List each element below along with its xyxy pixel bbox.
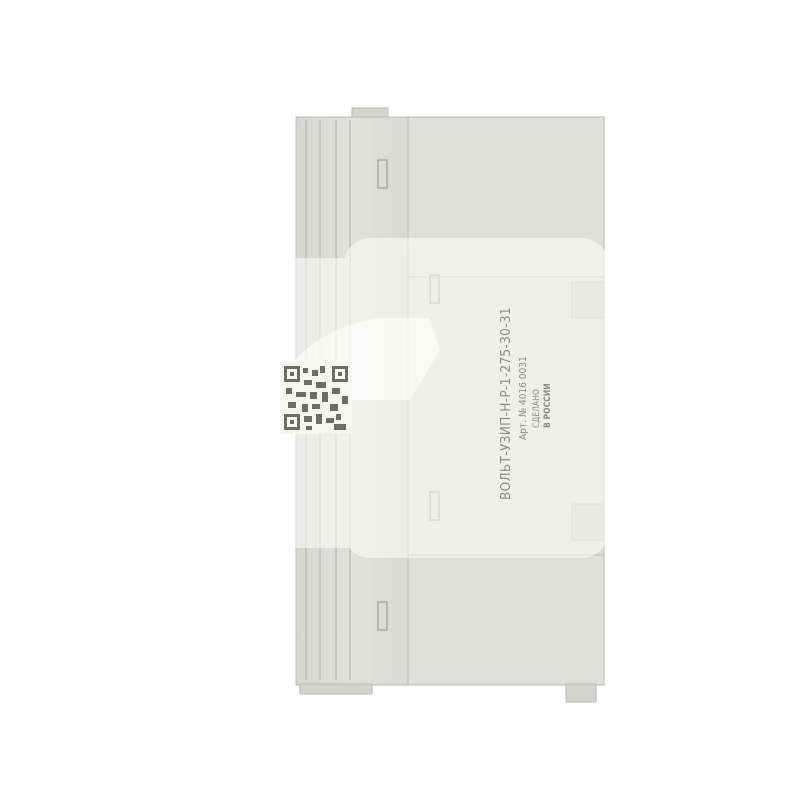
model-label: ВОЛЬТ-УЗИП-Н-Р-1-275-30-31 bbox=[498, 307, 514, 500]
side-label: ВОЛЬТ-УЗИП-Н-Р-1-275-30-31 Арт. № 4016 0… bbox=[498, 307, 553, 500]
vent-slot bbox=[377, 159, 388, 189]
origin-line-1: СДЕЛАНО bbox=[532, 389, 542, 428]
article-label: Арт. № 4016 0031 bbox=[518, 356, 529, 440]
origin-line-2: В РОССИИ bbox=[543, 383, 553, 428]
bottom-foot bbox=[565, 683, 597, 703]
lower-terminal bbox=[407, 554, 605, 686]
vent-slot bbox=[377, 601, 388, 631]
qr-code bbox=[280, 362, 352, 434]
bottom-foot bbox=[299, 683, 373, 695]
